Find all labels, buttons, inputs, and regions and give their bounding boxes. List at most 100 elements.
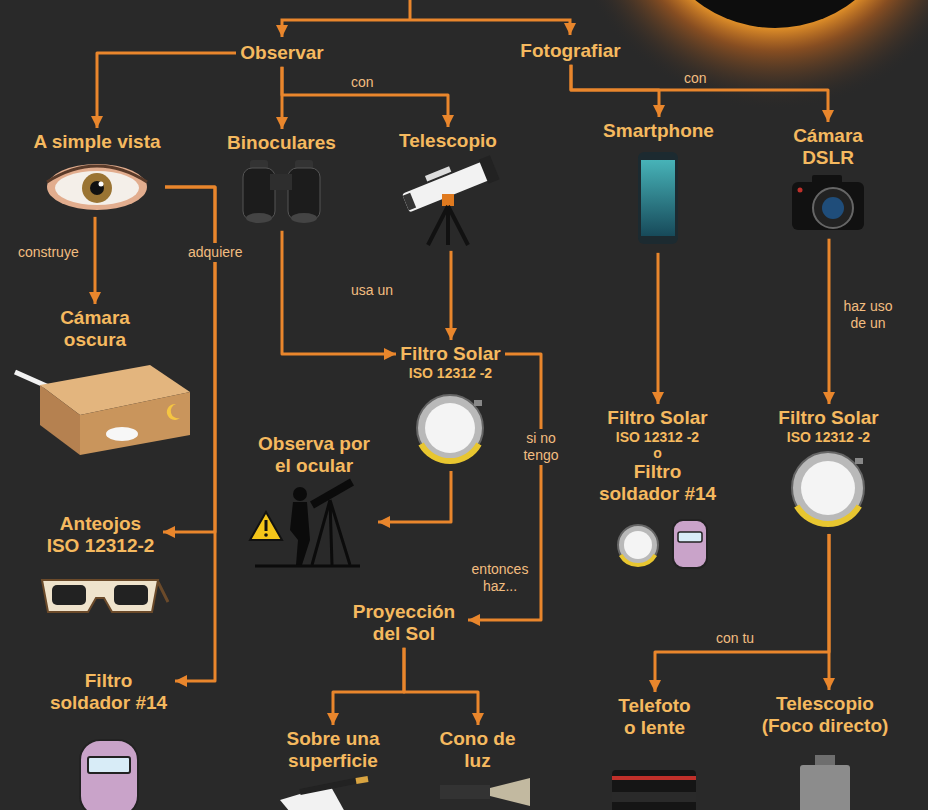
telescope-icon (399, 151, 500, 245)
flow-node: Sobre una superficie (274, 725, 392, 775)
node-label: Smartphone (603, 120, 714, 142)
filter-knob (474, 400, 482, 406)
edge-label: adquiere (185, 243, 246, 262)
flow-arrow (378, 471, 451, 522)
flow-node: Proyección del Sol (340, 598, 468, 648)
moon-disc (647, 0, 903, 28)
filter-ring (618, 525, 658, 565)
filter-glass (801, 461, 855, 515)
node-label: Fotografiar (520, 40, 621, 62)
mask-window (678, 532, 702, 542)
node-label: Cámara oscura (40, 307, 150, 351)
edge-label: construye (18, 244, 79, 261)
node-label: Filtro soldador #14 (46, 670, 171, 714)
filter-ring (417, 395, 483, 461)
tube (402, 159, 495, 212)
warning-dot (264, 533, 268, 537)
filter-band (797, 506, 859, 524)
eye-glint (99, 182, 104, 187)
node-label: Telefoto o lente (612, 695, 697, 739)
flow-arrow (657, 253, 660, 404)
flow-arrow (450, 251, 453, 340)
eclipse-glasses-icon (42, 580, 168, 612)
flow-arrow (282, 67, 448, 127)
edge-label: haz uso de un (837, 298, 899, 332)
edge-label: usa un (351, 282, 393, 299)
tube-end (479, 155, 500, 184)
flow-node: Fotografiar (516, 37, 625, 65)
lens-glass (822, 197, 844, 219)
flow-node: A simple vista (29, 128, 165, 217)
tube-back (403, 193, 416, 211)
node-label: Filtro Solar (778, 407, 879, 429)
edge-label: con tu (716, 630, 754, 647)
flow-arrow (282, 231, 396, 354)
binoculars-icon (243, 160, 320, 223)
smartphone-icon (638, 152, 678, 244)
small-tube (300, 780, 360, 792)
root-branch (282, 20, 410, 37)
observer-head (293, 487, 307, 501)
filter-knob (855, 458, 863, 464)
edge-label: con (684, 70, 707, 87)
node-label: Telescopio (Foco directo) (751, 693, 899, 737)
flow-node: Observa por el ocular (250, 430, 378, 570)
flow-arrow (828, 534, 831, 690)
node-label: Telescopio (399, 130, 497, 152)
node-label: A simple vista (33, 131, 161, 153)
barrel (288, 168, 320, 220)
observer-body (290, 502, 310, 565)
box-side (40, 385, 80, 455)
node-label: Sobre una superficie (278, 728, 388, 772)
mount (442, 194, 454, 206)
camera-body (792, 182, 864, 230)
filter-glass (624, 531, 652, 559)
light-cone-icon (440, 778, 530, 806)
node-label: Filtro Solar (400, 343, 501, 365)
camera-dot (798, 188, 803, 193)
camera-lens (813, 188, 853, 228)
node-label: Anteojos ISO 12312-2 (42, 513, 159, 557)
flow-arrow (828, 239, 831, 404)
phone-screen (641, 160, 675, 236)
finder (425, 166, 451, 181)
edge-label: si no tengo (514, 429, 568, 465)
dslr-camera-icon (792, 175, 864, 230)
eye-skin (47, 164, 147, 210)
surface-projection-icon (280, 779, 368, 810)
light-cone (490, 778, 530, 806)
flow-arrow (333, 648, 404, 725)
filter-ring (792, 452, 864, 524)
flow-node: Cámara oscura (36, 304, 154, 458)
mask-window (88, 757, 130, 773)
lens (246, 213, 272, 223)
node-label: ISO 12312 -2 (595, 429, 720, 445)
flow-node: Smartphone (599, 117, 718, 253)
flow-node: Filtro SolarISO 12312 -2 (774, 404, 883, 534)
note-label: entonces haz... (465, 561, 535, 595)
solar-filter-icon (618, 525, 658, 565)
node-label: Observa por el ocular (254, 433, 374, 477)
warning-mark (265, 520, 268, 531)
node-label: Observar (240, 42, 324, 64)
flow-node: Filtro SolarISO 12312 -2 (396, 340, 505, 471)
edge-label: con (351, 74, 374, 91)
solar-filter-icon (792, 452, 864, 524)
node-label: o (595, 445, 720, 461)
flow-arrow (571, 65, 828, 122)
flow-node: Filtro SolarISO 12312 -2oFiltro soldador… (591, 404, 724, 576)
glasses-lens (114, 585, 148, 605)
welding-mask-icon (673, 520, 707, 568)
camera-block (800, 765, 850, 810)
node-label: Cámara DSLR (773, 125, 883, 169)
filter-glass (425, 403, 475, 453)
flow-arrow (97, 53, 236, 128)
flow-node: Telefoto o lente (608, 692, 701, 742)
prime-focus-icon (800, 755, 850, 810)
flow-node: Telescopio (Foco directo) (747, 690, 903, 740)
lens (291, 213, 317, 223)
flow-node: Filtro soldador #14 (42, 667, 175, 717)
